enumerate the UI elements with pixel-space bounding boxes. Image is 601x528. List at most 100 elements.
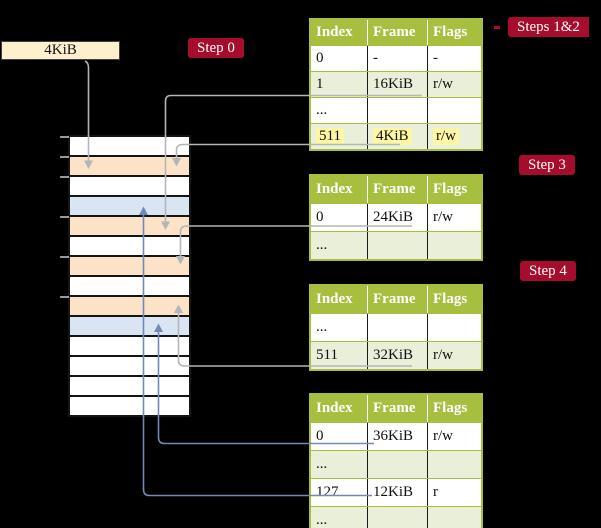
table-row-0: 0 36KiB r/w	[311, 422, 481, 450]
memory-row-13-white	[70, 395, 189, 415]
table-cell-index: ...	[311, 314, 367, 341]
memory-tick	[60, 296, 69, 298]
table-cell-index: 0	[311, 46, 367, 71]
memory-row-4-orange	[70, 215, 189, 235]
table-cell-index: ...	[311, 98, 367, 123]
memory-row-7-white	[70, 275, 189, 295]
column-header-frame: Frame	[367, 395, 427, 422]
cell-value: ...	[316, 102, 328, 118]
step-label-4: Step 4	[520, 261, 576, 281]
table-cell-flags	[427, 232, 481, 259]
table-cell-index: 0	[311, 423, 367, 450]
table-cell-frame	[367, 98, 427, 123]
table-cell-frame: 4KiB	[367, 124, 427, 149]
table-cell-frame: 36KiB	[367, 423, 427, 450]
cell-value: 0	[316, 50, 324, 66]
table-row-dotdotdot: ...	[311, 231, 481, 259]
column-header-frame: Frame	[367, 176, 427, 203]
column-header-index: Index	[316, 400, 353, 416]
table-cell-frame: 24KiB	[367, 204, 427, 231]
table-cell-index: 511	[311, 342, 367, 369]
cell-value: ...	[316, 237, 328, 253]
table-cell-frame: 12KiB	[367, 479, 427, 506]
table-cell-flags: r/w	[427, 423, 481, 450]
cell-value: 1	[316, 76, 324, 92]
column-header-frame: Frame	[367, 20, 427, 45]
memory-row-6-orange	[70, 255, 189, 275]
cell-value: 4KiB	[373, 128, 412, 145]
table-cell-flags: r	[427, 479, 481, 506]
table-cell-index: ...	[311, 507, 367, 528]
leader-dash	[494, 26, 500, 29]
table-cell-index: 511	[311, 124, 367, 149]
cell-value: 511	[316, 128, 344, 145]
memory-tick	[60, 216, 69, 218]
cell-value: r/w	[433, 428, 453, 444]
table-row-dotdotdot: ...	[311, 97, 481, 123]
frame-address-label: 4KiB	[44, 42, 77, 58]
memory-row-12-white	[70, 375, 189, 395]
table-cell-frame	[367, 314, 427, 341]
memory-row-10-white	[70, 335, 189, 355]
table-cell-index: 127	[311, 479, 367, 506]
memory-tick	[60, 256, 69, 258]
table-cell-index: 0	[311, 204, 367, 231]
physical-memory-column	[68, 135, 191, 417]
table-cell-frame	[367, 451, 427, 478]
memory-tick	[60, 136, 69, 138]
memory-row-3-blue	[70, 195, 189, 215]
cell-value: 127	[316, 484, 339, 500]
cell-value: 36KiB	[373, 428, 414, 444]
cell-value: 16KiB	[373, 76, 414, 92]
cell-value: 0	[316, 428, 324, 444]
memory-tick	[60, 176, 69, 178]
step-label-3: Step 3	[519, 155, 575, 175]
cell-value: ...	[316, 512, 328, 528]
cell-value: -	[373, 50, 378, 66]
table-cell-flags: r/w	[427, 342, 481, 369]
step-label-0: Step 0	[188, 38, 244, 58]
table-row-dotdotdot: ...	[311, 313, 481, 341]
table-cell-flags: -	[427, 46, 481, 71]
column-header-flags: Flags	[427, 286, 481, 313]
cell-value: r/w	[433, 128, 459, 145]
memory-row-0-white	[70, 137, 189, 155]
memory-row-11-white	[70, 355, 189, 375]
column-header-flags: Flags	[427, 176, 481, 203]
cell-value: 511	[316, 347, 338, 363]
table-cell-flags: r/w	[427, 124, 481, 149]
memory-row-1-orange	[70, 155, 189, 175]
cell-value: 24KiB	[373, 209, 414, 225]
table-cell-flags	[427, 451, 481, 478]
table-cell-frame: 16KiB	[367, 72, 427, 97]
table-cell-flags	[427, 98, 481, 123]
memory-row-9-blue	[70, 315, 189, 335]
frame-address-box: 4KiB	[1, 41, 120, 60]
table-cell-frame	[367, 232, 427, 259]
cell-value: ...	[316, 319, 328, 335]
table-cell-frame: 32KiB	[367, 342, 427, 369]
cell-value: 0	[316, 209, 324, 225]
table-cell-index: ...	[311, 451, 367, 478]
table-cell-flags: r/w	[427, 72, 481, 97]
cell-value: -	[433, 50, 438, 66]
column-header-index: Index	[316, 24, 353, 40]
table-row-1: 1 16KiB r/w	[311, 71, 481, 97]
table-row-dotdotdot: ...	[311, 450, 481, 478]
column-header-index: Index	[316, 181, 353, 197]
memory-row-2-white	[70, 175, 189, 195]
memory-tick	[60, 156, 69, 158]
table-cell-frame: -	[367, 46, 427, 71]
table-row-0: 0 - -	[311, 45, 481, 71]
